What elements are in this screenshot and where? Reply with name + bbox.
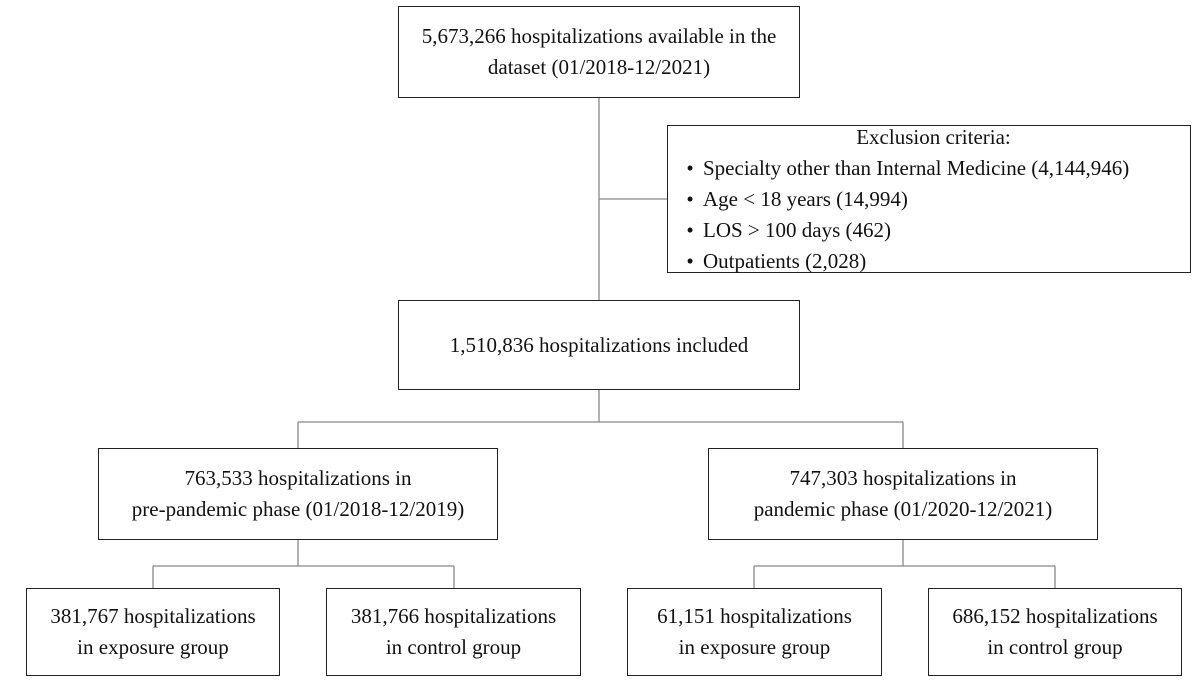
- exclusion-item-label: Outpatients (2,028): [703, 248, 867, 273]
- pandemic-box: 747,303 hospitalizations in pandemic pha…: [708, 448, 1098, 540]
- included-label: 1,510,836 hospitalizations included: [449, 332, 749, 357]
- pre-exposure-line-1: 381,767 hospitalizations: [50, 604, 256, 628]
- dataset-box: 5,673,266 hospitalizations available in …: [398, 6, 800, 98]
- bullet-icon: •: [686, 155, 694, 180]
- exclusion-item: • LOS > 100 days (462): [677, 215, 891, 246]
- pan-control-line-1: 686,152 hospitalizations: [952, 604, 1158, 628]
- exclusion-item: • Outpatients (2,028): [677, 246, 866, 277]
- pandemic-line-1: 747,303 hospitalizations in: [789, 466, 1017, 490]
- pandemic-line-2: pandemic phase (01/2020-12/2021): [753, 497, 1053, 521]
- bullet-icon: •: [686, 248, 694, 273]
- bullet-icon: •: [686, 186, 694, 211]
- bullet-icon: •: [686, 217, 694, 242]
- pre-exposure-line-2: in exposure group: [77, 635, 229, 659]
- exclusion-item: • Age < 18 years (14,994): [677, 184, 908, 215]
- pandemic-exposure-box: 61,151 hospitalizations in exposure grou…: [627, 588, 882, 676]
- pre-control-line-1: 381,766 hospitalizations: [350, 604, 557, 628]
- pre-control-line-2: in control group: [385, 635, 522, 659]
- pandemic-control-box: 686,152 hospitalizations in control grou…: [928, 588, 1182, 676]
- exclusion-item: • Specialty other than Internal Medicine…: [677, 153, 1129, 184]
- pre-pandemic-line-1: 763,533 hospitalizations in: [184, 466, 412, 490]
- pre-pandemic-line-2: pre-pandemic phase (01/2018-12/2019): [131, 497, 465, 521]
- pre-pandemic-box: 763,533 hospitalizations in pre-pandemic…: [98, 448, 498, 540]
- pre-pandemic-exposure-box: 381,767 hospitalizations in exposure gro…: [26, 588, 280, 676]
- exclusion-item-label: Specialty other than Internal Medicine (…: [703, 155, 1130, 180]
- pan-control-line-2: in control group: [987, 635, 1123, 659]
- pan-exposure-line-2: in exposure group: [678, 635, 831, 659]
- included-box: 1,510,836 hospitalizations included: [398, 300, 800, 390]
- exclusion-item-label: LOS > 100 days (462): [703, 217, 891, 242]
- pre-pandemic-control-box: 381,766 hospitalizations in control grou…: [326, 588, 581, 676]
- dataset-line-2: dataset (01/2018-12/2021): [487, 55, 711, 79]
- pan-exposure-line-1: 61,151 hospitalizations: [657, 604, 852, 628]
- exclusion-title: Exclusion criteria:: [856, 124, 1011, 149]
- exclusion-criteria-box: Exclusion criteria: • Specialty other th…: [667, 125, 1191, 273]
- exclusion-item-label: Age < 18 years (14,994): [703, 186, 908, 211]
- dataset-line-1: 5,673,266 hospitalizations available in …: [421, 24, 777, 48]
